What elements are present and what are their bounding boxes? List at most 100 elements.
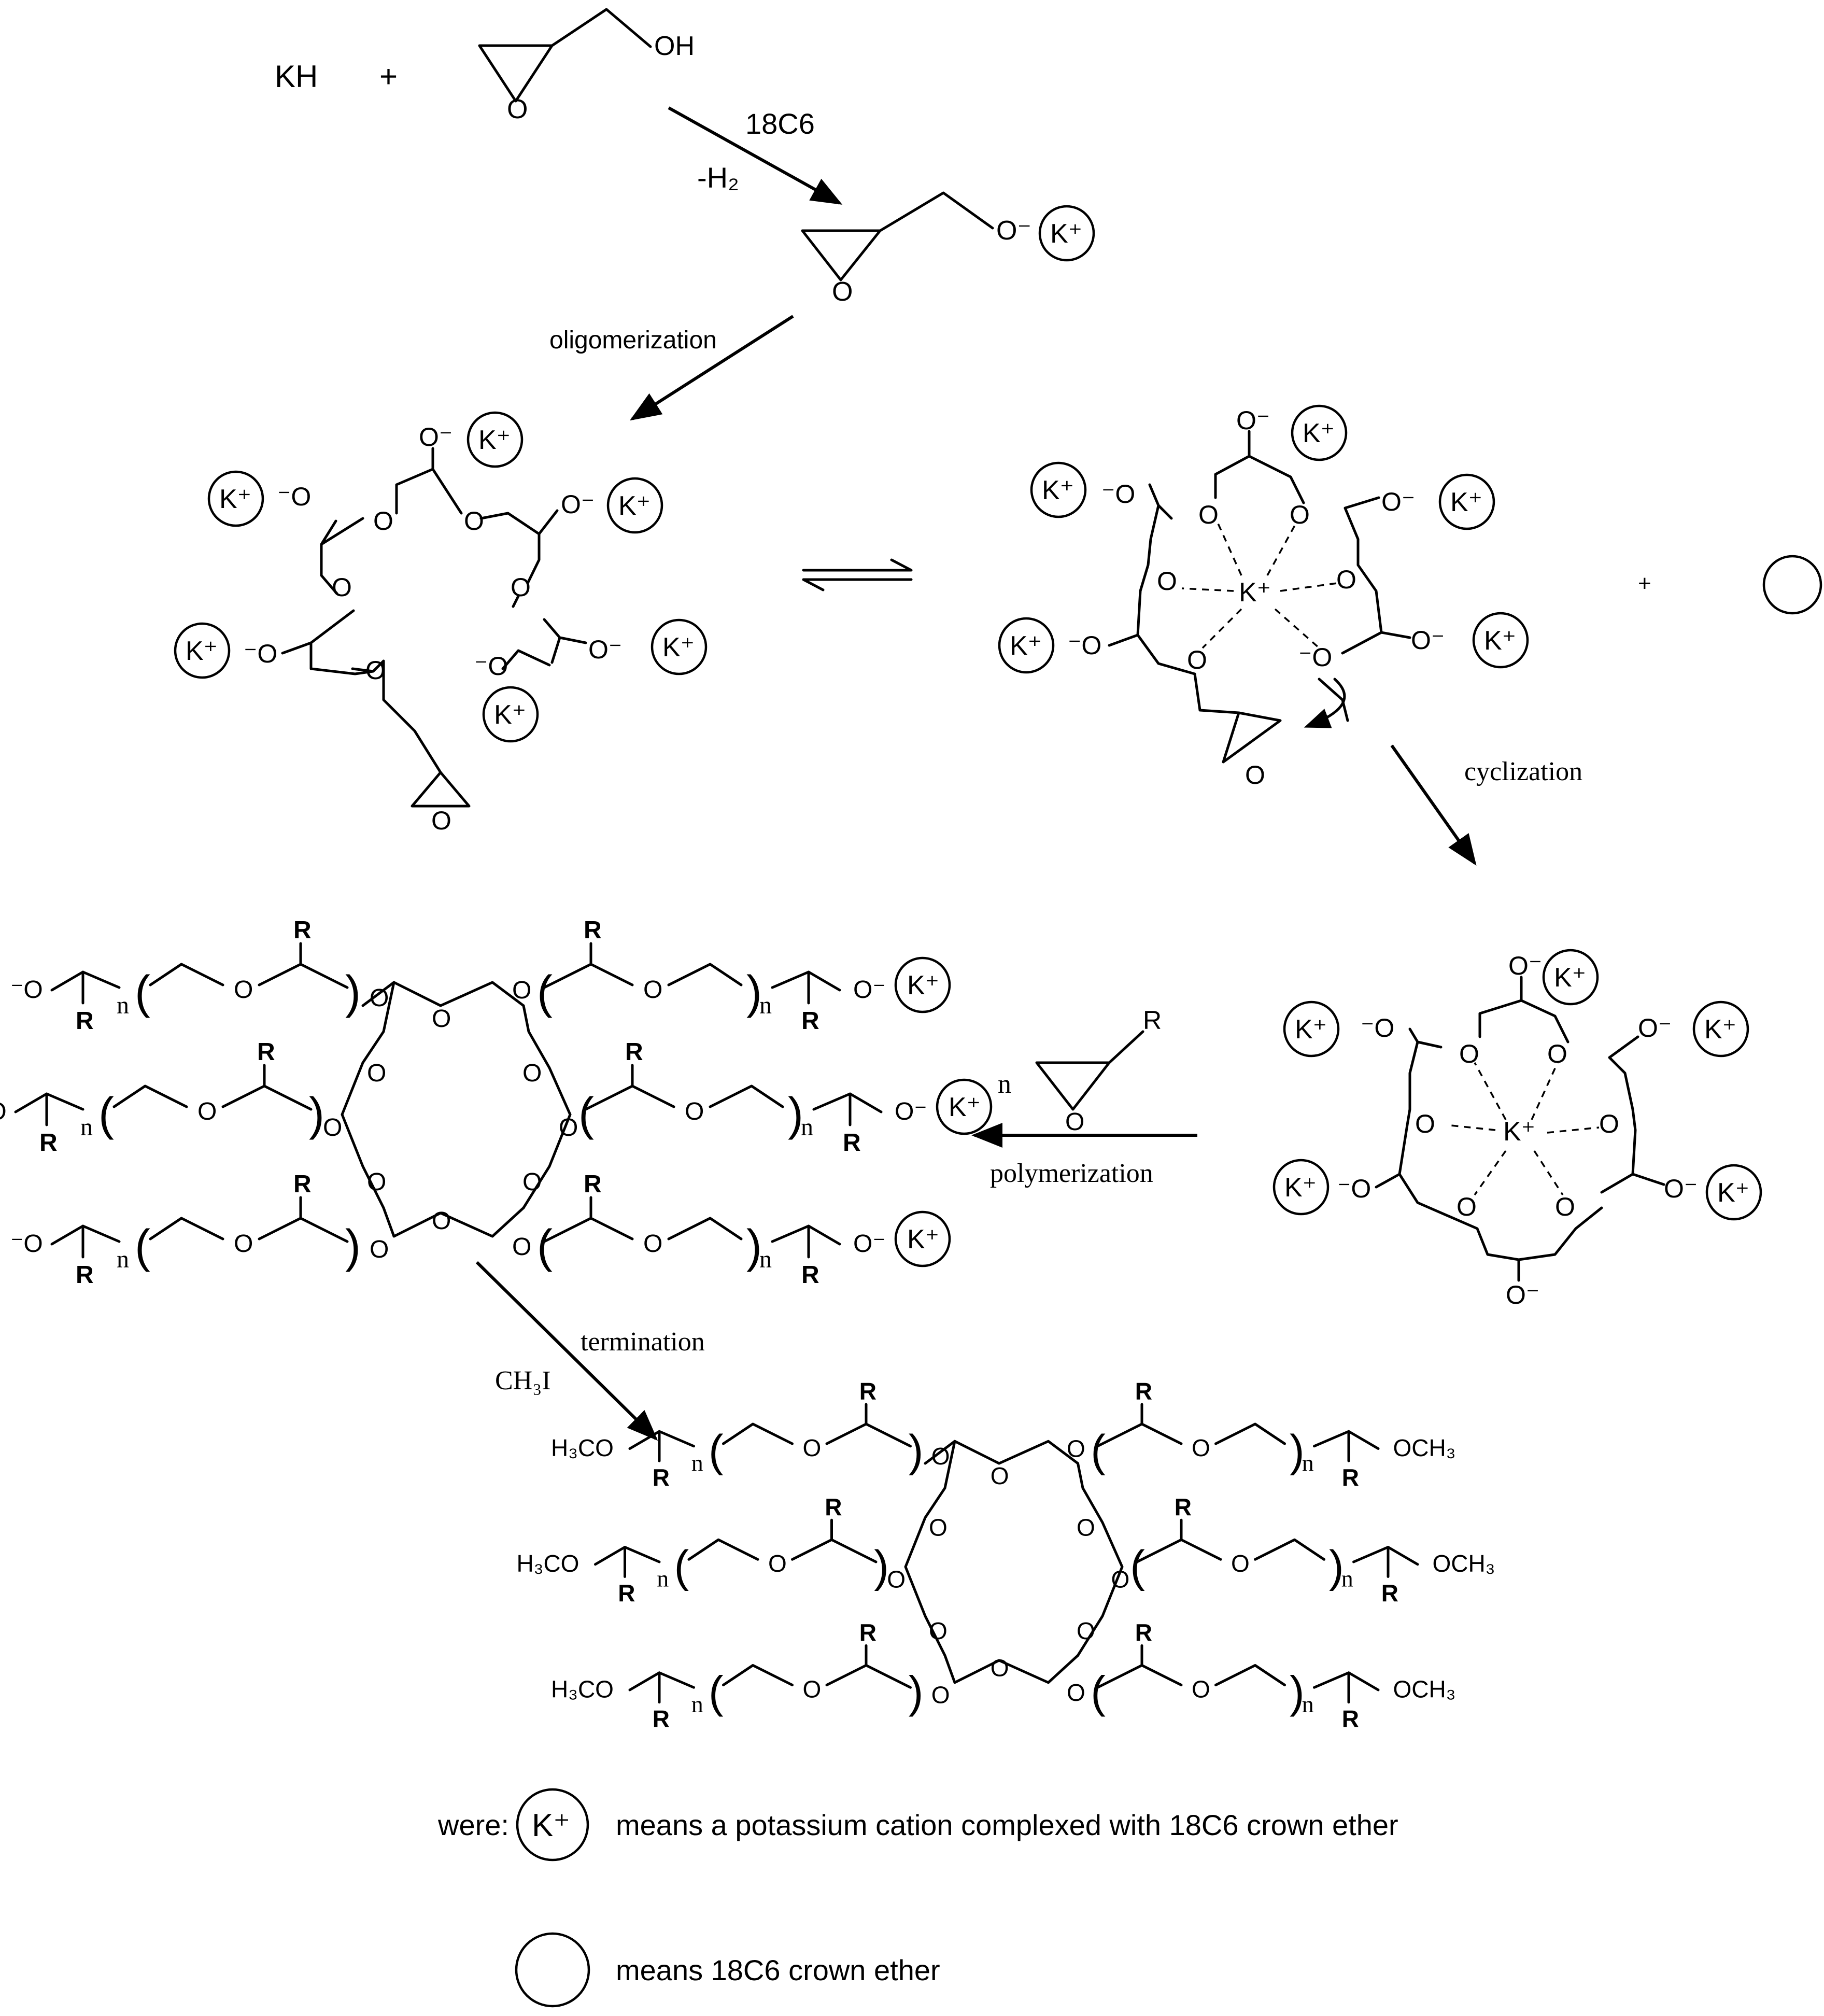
attack-arrow <box>1304 678 1346 728</box>
arm-bond <box>1096 1664 1183 1689</box>
core-bond <box>361 981 525 1007</box>
intermediate-o-5: O <box>1187 645 1207 674</box>
paren: ( <box>1091 1426 1106 1476</box>
kplus-complex: K⁺ <box>482 686 539 743</box>
repeat-n: n <box>691 1449 703 1476</box>
arm-bond <box>825 1422 912 1448</box>
repeat-n: n <box>80 1113 93 1141</box>
step2-arrow: oligomerization <box>549 315 794 421</box>
r-substituent: R <box>293 917 312 944</box>
oligomer-o-4: O <box>511 573 531 602</box>
core-bond <box>924 1440 1079 1465</box>
oligomer-o-minus-right-mid: O⁻ <box>588 635 622 664</box>
macrocycle-o-4: O <box>1599 1109 1619 1138</box>
kplus-complex: K⁺ <box>1542 949 1599 1006</box>
legend-kplus-symbol: K⁺ <box>516 1788 589 1862</box>
macrocycle-o-minus-right-mid: O⁻ <box>1664 1174 1698 1203</box>
step1-arrow: 18C6 -H₂ <box>668 106 843 205</box>
kplus-label: K⁺ <box>1050 219 1082 249</box>
terminal-methoxy: OCH₃ <box>1433 1550 1495 1577</box>
paren: ) <box>309 1089 324 1140</box>
intermediate-backbone <box>1108 430 1411 764</box>
macrocycle-o-minus-top: O⁻ <box>1508 951 1542 980</box>
kplus-circle <box>207 470 264 527</box>
intermediate-o-3: O <box>1157 567 1177 596</box>
glycidol-bonds <box>478 8 652 103</box>
kplus-circle <box>1272 1159 1330 1216</box>
core-o: O <box>432 1005 451 1033</box>
polymer-kplus-molecule: OOOOOOOOOOOORO)(nR⁻OK⁺RO)(nR⁻OK⁺RO)(nR⁻O… <box>0 917 993 1289</box>
kplus-complex: K⁺ <box>936 1078 993 1135</box>
arrow-step2 <box>629 315 794 421</box>
arm-o: O <box>802 1675 821 1702</box>
core-o: O <box>929 1514 948 1541</box>
oligomer-molecule: O⁻ O O ⁻O O⁻ O O ⁻O O⁻ O ⁻O O K⁺ K⁺ K⁺ K… <box>174 411 708 835</box>
macrocycle-o-3: O <box>1415 1109 1435 1138</box>
kplus-complex: K⁺ <box>174 622 231 679</box>
repeat-n: n <box>759 1246 772 1273</box>
core-o: O <box>512 977 531 1004</box>
repeat-n: n <box>801 1113 813 1141</box>
kplus-complex: K⁺ <box>1030 461 1087 518</box>
r-substituent: R <box>1381 1580 1398 1606</box>
kplus-circle <box>936 1078 993 1135</box>
paren: ( <box>537 1221 553 1273</box>
r-substituent: R <box>1342 1464 1359 1491</box>
equilibrium-backward <box>802 578 913 591</box>
terminal-methoxy: H₃CO <box>551 1675 614 1702</box>
terminal-o-minus: ⁻O <box>0 1098 7 1125</box>
paren: ) <box>909 1667 924 1717</box>
kplus-complex: K⁺ <box>1291 404 1348 461</box>
r-substituent: R <box>859 1619 876 1646</box>
intermediate-minus-o-left-top: ⁻O <box>1101 480 1135 509</box>
kplus-circle <box>466 411 524 468</box>
step2-label: oligomerization <box>549 327 717 354</box>
kplus-circle <box>651 618 708 675</box>
terminal-bond <box>771 1224 841 1246</box>
arm-o: O <box>768 1550 787 1577</box>
kplus-label: K⁺ <box>478 425 511 455</box>
intermediate-o-1: O <box>1198 500 1219 529</box>
glycidoxide-molecule: O O⁻ K⁺ <box>801 191 1095 307</box>
repeat-n: n <box>691 1691 703 1717</box>
legend-prefix: were: <box>437 1809 509 1841</box>
r-substituent: R <box>1175 1493 1192 1520</box>
arm-bond <box>258 1217 349 1243</box>
kplus-complex: K⁺ <box>998 617 1055 674</box>
arm-bond <box>149 1217 224 1240</box>
oligomer-o-1: O <box>373 506 393 535</box>
r-substituent: R <box>825 1493 842 1520</box>
core-o: O <box>1111 1566 1130 1592</box>
oligomer-o-3: O <box>332 573 352 602</box>
repeat-n: n <box>117 1246 129 1273</box>
kplus-complex: K⁺ <box>1472 612 1529 669</box>
kplus-label: K⁺ <box>1010 631 1042 661</box>
kplus-complex: K⁺ <box>1438 473 1495 530</box>
kplus-label: K⁺ <box>662 632 695 662</box>
oligomer-minus-o-left-mid: ⁻O <box>244 639 277 668</box>
kplus-label: K⁺ <box>1295 1014 1327 1045</box>
core-o: O <box>370 984 389 1012</box>
repeat-n: n <box>1341 1566 1353 1592</box>
arm-o: O <box>685 1098 704 1125</box>
step5-reagent: CH₃I <box>495 1366 551 1395</box>
terminal-bond <box>594 1546 661 1566</box>
terminal-bond <box>628 1671 695 1691</box>
arm-bond <box>258 963 349 989</box>
oligomer-o-2: O <box>464 506 484 535</box>
macrocycle-o-2: O <box>1547 1039 1567 1068</box>
kplus-label: K⁺ <box>949 1092 981 1122</box>
glycidoxide-bonds <box>801 191 994 281</box>
oligomer-o-5: O <box>365 656 386 685</box>
legend-crown-circle <box>515 1932 590 2008</box>
monomer-bonds <box>1035 1030 1144 1111</box>
arm-bond <box>543 1217 634 1243</box>
oligomer-epoxide-o: O <box>431 806 451 835</box>
kplus-circle <box>1705 1164 1762 1221</box>
oligomer-backbone <box>281 447 587 808</box>
coordination-bonds <box>1181 523 1338 649</box>
arm-bond <box>1136 1538 1222 1563</box>
